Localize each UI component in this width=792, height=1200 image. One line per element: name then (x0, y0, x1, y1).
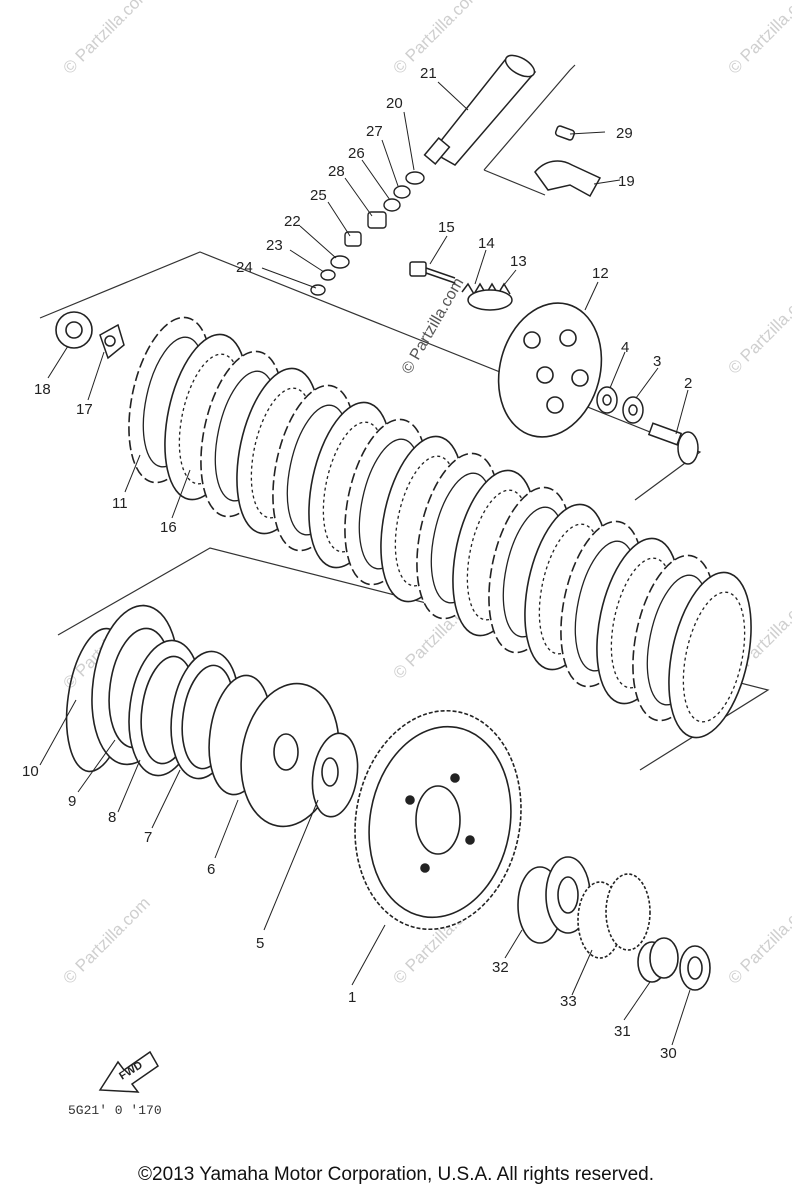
callout-29: 29 (616, 125, 633, 142)
upper-assembly-outline (39, 251, 702, 501)
watermark: © Partzilla.com (399, 275, 468, 377)
watermark: © Partzilla.com (724, 283, 792, 377)
arm-outline-bottom (483, 169, 546, 196)
callout-31: 31 (614, 1023, 631, 1040)
callout-6: 6 (207, 861, 215, 878)
washer-30 (679, 945, 711, 991)
spring-22 (330, 255, 350, 269)
callout-21: 21 (420, 65, 437, 82)
forward-arrow: FWD (98, 1050, 159, 1093)
callout-14: 14 (478, 235, 495, 252)
needle-bearing-33 (577, 873, 651, 959)
callout-16: 16 (160, 519, 177, 536)
watermark: © Partzilla.com (59, 893, 153, 987)
clutch-plate-stack (128, 316, 752, 739)
diagram-code: 5G21' 0 '170 (68, 1103, 162, 1118)
callout-26: 26 (348, 145, 365, 162)
bushing-28 (367, 211, 387, 229)
callout-27: 27 (366, 123, 383, 140)
ring-27 (393, 185, 411, 199)
pressure-plate-12 (497, 302, 603, 438)
callout-28: 28 (328, 163, 345, 180)
callout-13: 13 (510, 253, 527, 270)
callout-3: 3 (653, 353, 661, 370)
clutch-plate (668, 571, 752, 739)
callout-32: 32 (492, 959, 509, 976)
callout-17: 17 (76, 401, 93, 418)
callout-2: 2 (684, 375, 692, 392)
callout-7: 7 (144, 829, 152, 846)
collar-31 (637, 937, 679, 983)
push-rod-small-parts (310, 171, 425, 296)
bushing-25 (344, 231, 362, 247)
callout-11: 11 (112, 495, 128, 512)
callout-30: 30 (660, 1045, 677, 1062)
leader-lines (39, 81, 691, 1046)
ring-26 (383, 198, 401, 212)
lever-19 (534, 125, 602, 198)
bolt-2 (647, 422, 699, 465)
washer-23 (320, 269, 336, 281)
callout-33: 33 (560, 993, 577, 1010)
callout-18: 18 (34, 381, 51, 398)
spring-14 (461, 282, 513, 311)
callout-22: 22 (284, 213, 301, 230)
bearing-18 (55, 311, 93, 349)
callout-15: 15 (438, 219, 455, 236)
copyright-notice: ©2013 Yamaha Motor Corporation, U.S.A. A… (138, 1164, 654, 1185)
callout-23: 23 (266, 237, 283, 254)
watermark: © Partzilla.com (724, 893, 792, 987)
callout-5: 5 (256, 935, 264, 952)
callout-12: 12 (592, 265, 609, 282)
callout-9: 9 (68, 793, 76, 810)
callout-20: 20 (386, 95, 403, 112)
bolt-15 (409, 261, 456, 284)
spring-20 (405, 171, 425, 185)
callout-8: 8 (108, 809, 116, 826)
callout-25: 25 (310, 187, 327, 204)
watermark: © Partzilla.com (59, 0, 153, 78)
callout-10: 10 (22, 763, 39, 780)
callout-24: 24 (236, 259, 253, 276)
thrust-washer-5 (311, 732, 359, 818)
callout-1: 1 (348, 989, 356, 1006)
pin-29 (554, 125, 576, 141)
nut-3 (622, 396, 644, 424)
callout-labels: 1 2 3 4 5 6 7 8 9 10 11 12 13 14 15 16 1… (22, 65, 692, 1062)
push-rod-21 (423, 54, 537, 166)
watermark: © Partzilla.com (724, 0, 792, 78)
primary-driven-gear-1 (354, 709, 522, 931)
washer-4 (596, 386, 618, 414)
callout-19: 19 (618, 173, 635, 190)
arm-assembly-outline (483, 64, 576, 171)
washer-17 (99, 323, 125, 360)
callout-4: 4 (621, 339, 629, 356)
